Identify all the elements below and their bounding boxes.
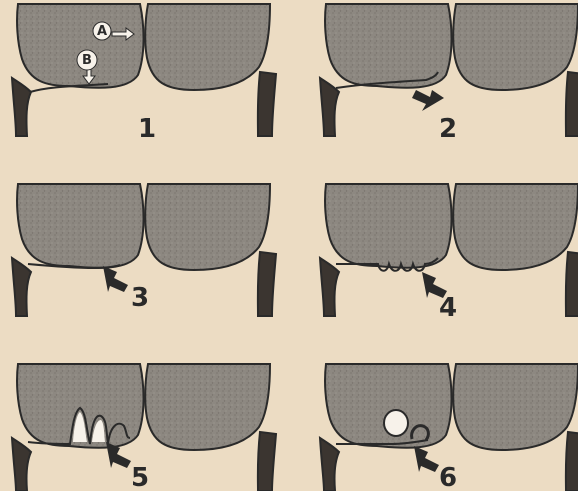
right-gum: [258, 252, 276, 316]
right-gum: [258, 72, 276, 136]
left-gum: [12, 258, 31, 316]
right-gum: [258, 432, 276, 491]
right-gum: [566, 252, 578, 316]
right-tooth: [453, 184, 578, 270]
panel-3: 3: [12, 184, 276, 316]
panel-5: 5: [12, 364, 276, 491]
panel-number-6: 6: [439, 463, 457, 491]
right-gum: [566, 72, 578, 136]
left-tooth: [325, 364, 451, 448]
marker-b-label: B: [82, 53, 92, 68]
left-gum: [320, 78, 339, 136]
panel-2: 2: [320, 4, 578, 144]
right-tooth: [145, 4, 270, 90]
right-tooth: [145, 184, 270, 270]
left-tooth: [17, 184, 143, 268]
right-tooth: [145, 364, 270, 450]
panel-number-3: 3: [131, 283, 149, 313]
indicator-arrow: [103, 266, 128, 292]
right-gum: [566, 432, 578, 491]
marker-a-label: A: [97, 24, 107, 39]
left-tooth: [325, 4, 451, 88]
right-tooth: [453, 364, 578, 450]
left-gum: [12, 78, 31, 136]
left-gum: [12, 438, 31, 491]
left-gum: [320, 438, 339, 491]
panel-number-1: 1: [138, 114, 156, 144]
indicator-arrow: [414, 446, 439, 472]
panel-6: 6: [320, 364, 578, 491]
panel-number-5: 5: [131, 463, 149, 491]
panel-1: A B 1: [12, 4, 276, 144]
panel-number-4: 4: [439, 293, 457, 323]
panel-4: 4: [320, 184, 578, 323]
left-tooth: [17, 4, 143, 88]
left-gum: [320, 258, 339, 316]
left-tooth: [325, 184, 451, 268]
indicator-arrow: [412, 90, 444, 111]
panel-number-2: 2: [439, 114, 457, 144]
gingival-ring-hollow: [384, 410, 408, 436]
right-tooth: [453, 4, 578, 90]
